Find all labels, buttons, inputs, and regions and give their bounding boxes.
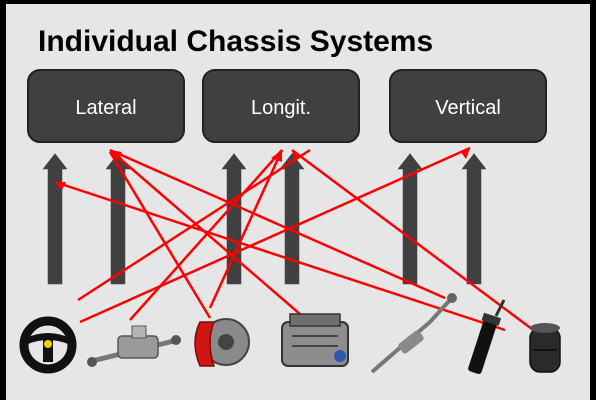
box-vertical-label: Vertical xyxy=(435,97,501,119)
steering-rack-icon xyxy=(87,325,181,367)
arrow-vertical-2 xyxy=(458,150,490,286)
connection-line xyxy=(79,146,471,324)
box-longit-label: Longit. xyxy=(251,97,311,119)
connection-line xyxy=(129,149,283,321)
steering-wheel-icon xyxy=(19,316,77,374)
connection-lines xyxy=(54,146,541,341)
box-lateral: Lateral xyxy=(27,69,185,143)
connection-line xyxy=(108,151,212,319)
anti-roll-bar-icon xyxy=(370,293,457,374)
brake-caliper-disc-icon xyxy=(194,318,250,367)
box-longit: Longit. xyxy=(202,69,360,143)
engine-icon xyxy=(281,313,349,367)
box-lateral-label: Lateral xyxy=(75,97,136,119)
connection-line xyxy=(54,180,506,332)
arrow-vertical-1 xyxy=(394,150,426,286)
diagram-title: Individual Chassis Systems xyxy=(38,25,433,58)
connection-line xyxy=(208,149,284,309)
air-spring-icon xyxy=(529,323,561,373)
arrow-longit-2 xyxy=(276,150,308,286)
connection-line xyxy=(109,149,331,341)
connection-line xyxy=(109,148,446,300)
arrow-lateral-2 xyxy=(102,150,134,286)
box-vertical: Vertical xyxy=(389,69,547,143)
shock-absorber-icon xyxy=(468,299,506,374)
connection-arrowheads xyxy=(55,148,470,190)
connection-line xyxy=(291,148,541,337)
